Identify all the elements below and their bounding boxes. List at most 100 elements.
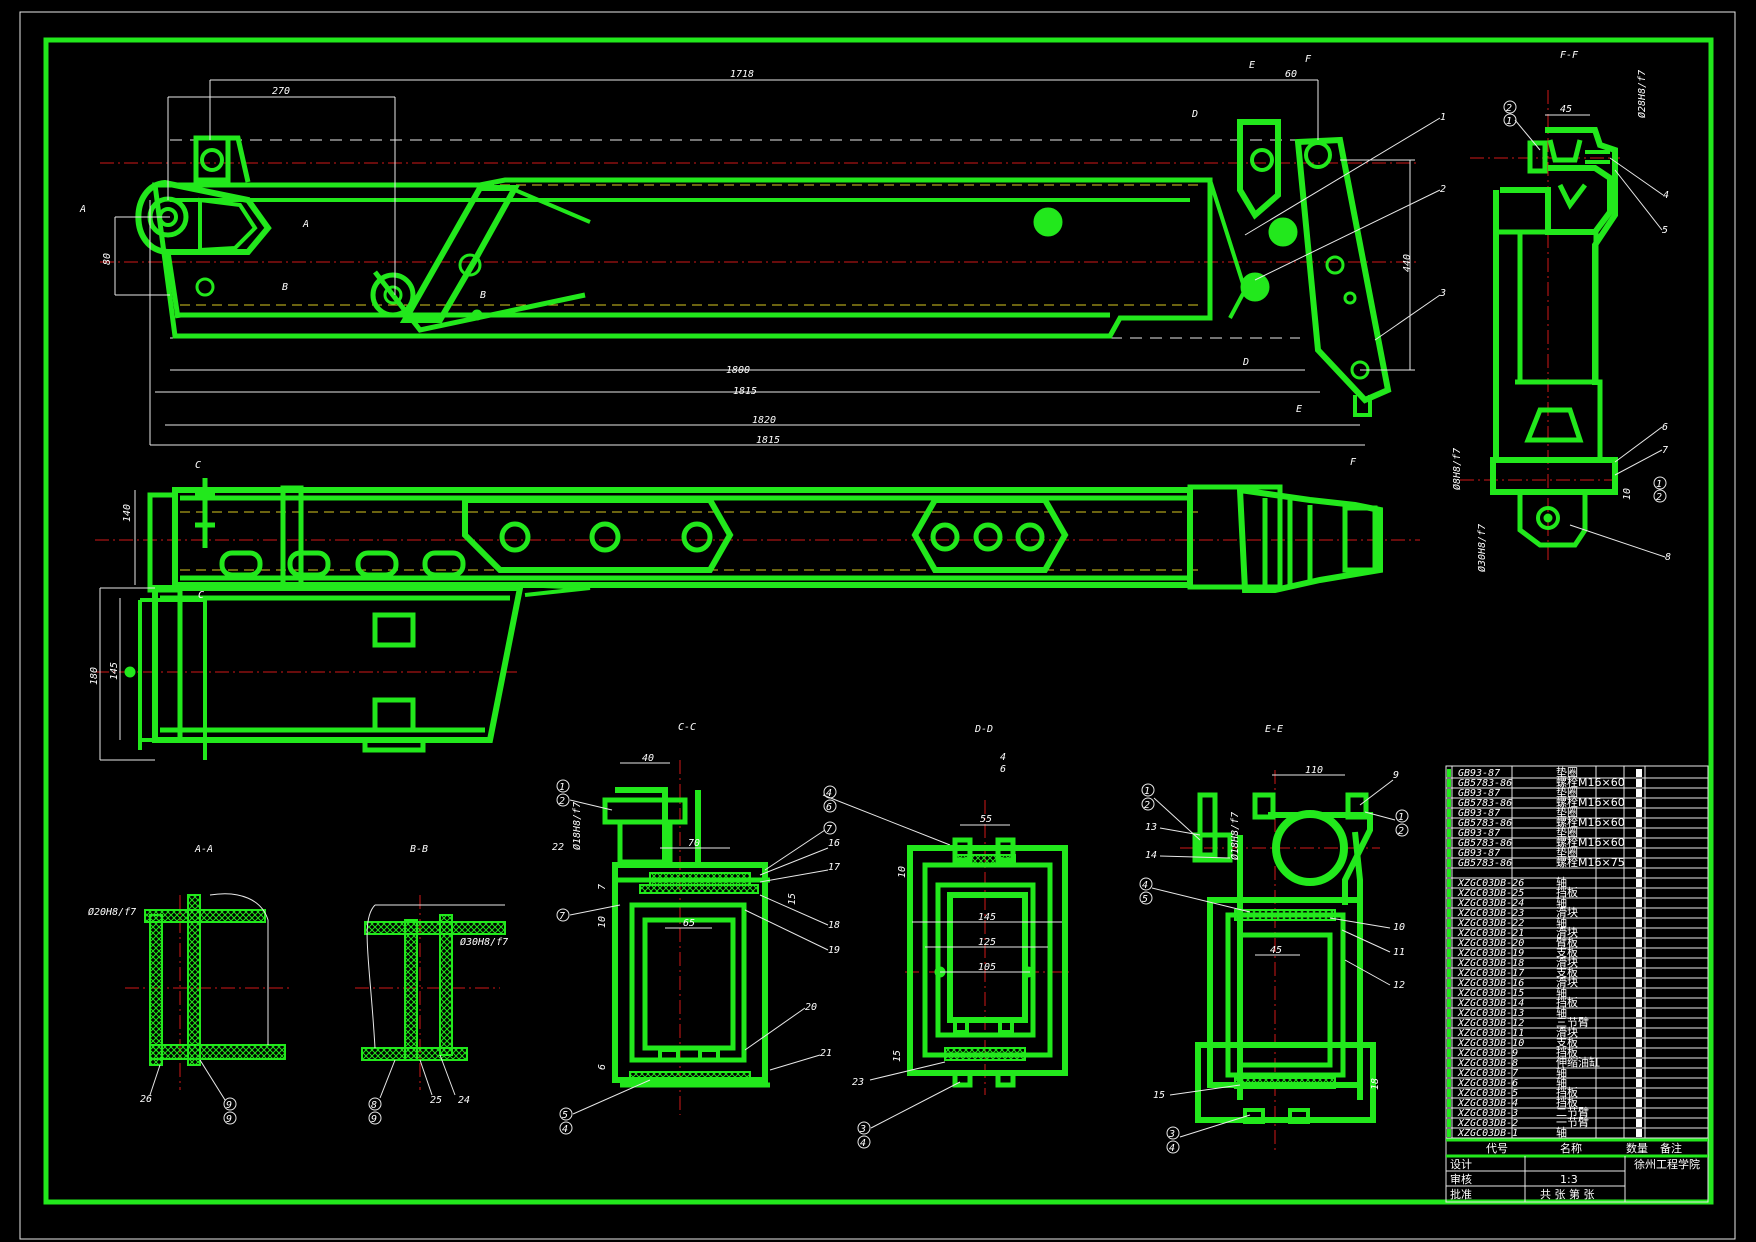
bom-header-qty: 数量 (1626, 1142, 1648, 1155)
ff-balloon-5: 5 (1662, 225, 1668, 236)
bom-row-index-cell (1447, 1029, 1451, 1037)
bom-row-index-cell (1447, 1059, 1451, 1067)
bom-row-code: XZGC03DB-21 (1457, 928, 1524, 939)
bom-row-index-cell (1447, 769, 1451, 777)
main-side-view: 1718 270 60 1800 1815 1820 1815 80 440 A… (79, 54, 1446, 468)
bom-row-index-cell (1447, 1019, 1451, 1027)
bom-row-code: GB93-87 (1458, 848, 1500, 859)
plan-view: 140 180 145 C C (89, 460, 1420, 761)
bom-row-qty-cell (1636, 1009, 1642, 1017)
bom-row-index-cell (1447, 969, 1451, 977)
bom-row-index-cell (1447, 919, 1451, 927)
bom-row-index-cell (1447, 1079, 1451, 1087)
bom-row-index-cell (1447, 789, 1451, 797)
bom-row-name: 螺栓M16×75 (1556, 855, 1625, 869)
dim-1800: 1800 (726, 365, 750, 376)
bom-row-code: GB5783-86 (1458, 838, 1512, 849)
view-ff: F-F 45 Ø28H8/f7 Ø8H8/f7 Ø30H8/f7 10 2 1 … (1451, 50, 1671, 572)
ee-fit: Ø18H8/f7 (1229, 812, 1241, 860)
dim-180: 180 (89, 667, 100, 685)
ee-balloon-11: 11 (1393, 947, 1405, 958)
ee-balloon-1b: 1 (1398, 812, 1404, 823)
bom-row-name: 轴 (1556, 895, 1567, 909)
ff-balloon-6: 6 (1662, 422, 1668, 433)
bom-row-index-cell (1447, 839, 1451, 847)
marker-f-bottom: F (1350, 457, 1357, 468)
marker-b-right: B (480, 290, 486, 301)
school-name: 徐州工程学院 (1634, 1157, 1700, 1171)
bom-row-index-cell (1447, 879, 1451, 887)
dim-270: 270 (272, 86, 290, 97)
bom-row-index-cell (1447, 1129, 1451, 1137)
aa-balloon-9a: 9 (226, 1100, 232, 1111)
dd-balloon-3: 3 (859, 1124, 866, 1135)
marker-a-left: A (79, 204, 86, 215)
bom-row-index-cell (1447, 1109, 1451, 1117)
dd-dim-55: 55 (980, 814, 992, 825)
bom-row-code: XZGC03DB-16 (1457, 978, 1524, 989)
bom-header-name: 名称 (1560, 1141, 1582, 1155)
bom-row-code: XZGC03DB-12 (1457, 1018, 1524, 1029)
cc-dim-65: 65 (683, 918, 695, 929)
bom-row-index-cell (1447, 959, 1451, 967)
bom-row-code: XZGC03DB-7 (1457, 1068, 1518, 1079)
bom-row-index-cell (1447, 939, 1451, 947)
bom-row-name: 垫圈 (1556, 765, 1578, 779)
view-ee: E-E 110 45 18 Ø18H8/f7 1 2 13 14 4 5 9 (1139, 724, 1409, 1154)
ee-balloon-5: 5 (1142, 894, 1148, 905)
ff-balloon-4: 4 (1663, 190, 1669, 201)
dd-dim-125: 125 (978, 937, 996, 948)
bom-row-name: 轴 (1556, 1075, 1567, 1089)
view-aa: A-A Ø20H8/f7 26 9 9 (88, 844, 290, 1125)
bom-row-code: XZGC03DB-19 (1457, 948, 1524, 959)
bom-row-qty-cell (1636, 1019, 1642, 1027)
ff-balloon-8: 8 (1665, 552, 1671, 563)
bom-row-index-cell (1447, 829, 1451, 837)
dd-balloon-6: 6 (1000, 764, 1006, 775)
bom-row-name: 支板 (1556, 965, 1578, 979)
aa-fit: Ø20H8/f7 (88, 906, 136, 918)
bom-row-qty-cell (1636, 789, 1642, 797)
ee-balloon-4: 4 (1142, 880, 1148, 891)
bom-header-code: 代号 (1486, 1142, 1508, 1155)
bom-row-qty-cell (1636, 879, 1642, 887)
marker-e-top: E (1249, 60, 1255, 71)
bom-row-index-cell (1447, 799, 1451, 807)
cc-dim-7: 7 (597, 884, 608, 890)
bom-row-code: GB93-87 (1458, 768, 1500, 779)
row-label-review: 审核 (1450, 1172, 1472, 1186)
bom-row-qty-cell (1636, 1079, 1642, 1087)
ee-dim-18: 18 (1370, 1078, 1381, 1090)
balloon-main-2: 2 (1440, 184, 1446, 195)
inner-border (43, 37, 1714, 1205)
cc-dim-70: 70 (688, 838, 700, 849)
bom-row-qty-cell (1636, 949, 1642, 957)
bom-row-code: XZGC03DB-20 (1457, 938, 1524, 949)
bom-row-name: 轴 (1556, 985, 1567, 999)
ee-dim-45: 45 (1270, 945, 1282, 956)
bom-row-name: 轴 (1556, 875, 1567, 889)
ee-balloon-15: 15 (1153, 1090, 1165, 1101)
bom-row-index-cell (1447, 809, 1451, 817)
bom-row-code: XZGC03DB-11 (1457, 1028, 1524, 1039)
bom-row-qty-cell (1636, 1119, 1642, 1127)
bom-row-code: XZGC03DB-14 (1457, 998, 1524, 1009)
bom-row-name: 螺栓M16×60 (1556, 795, 1625, 809)
bb-balloon-25: 25 (430, 1095, 442, 1106)
bom-row-code: XZGC03DB-18 (1457, 958, 1524, 969)
bom-row-code: XZGC03DB-22 (1457, 918, 1524, 929)
bom-row-index-cell (1447, 1009, 1451, 1017)
ff-balloon-2b: 2 (1656, 492, 1662, 503)
bom-row-name: 轴 (1556, 1125, 1567, 1139)
dim-145: 145 (109, 662, 120, 680)
bom-row-code: XZGC03DB-6 (1457, 1078, 1518, 1089)
bom-row-qty-cell (1636, 969, 1642, 977)
bom-row-index-cell (1447, 909, 1451, 917)
cc-balloon-4b: 4 (562, 1124, 568, 1135)
bom-row-index-cell (1447, 1099, 1451, 1107)
marker-d-top: D (1191, 109, 1198, 120)
bom-row-code: XZGC03DB-4 (1457, 1098, 1518, 1109)
balloon-main-3: 3 (1439, 288, 1446, 299)
bom-header-note: 备注 (1660, 1141, 1682, 1155)
